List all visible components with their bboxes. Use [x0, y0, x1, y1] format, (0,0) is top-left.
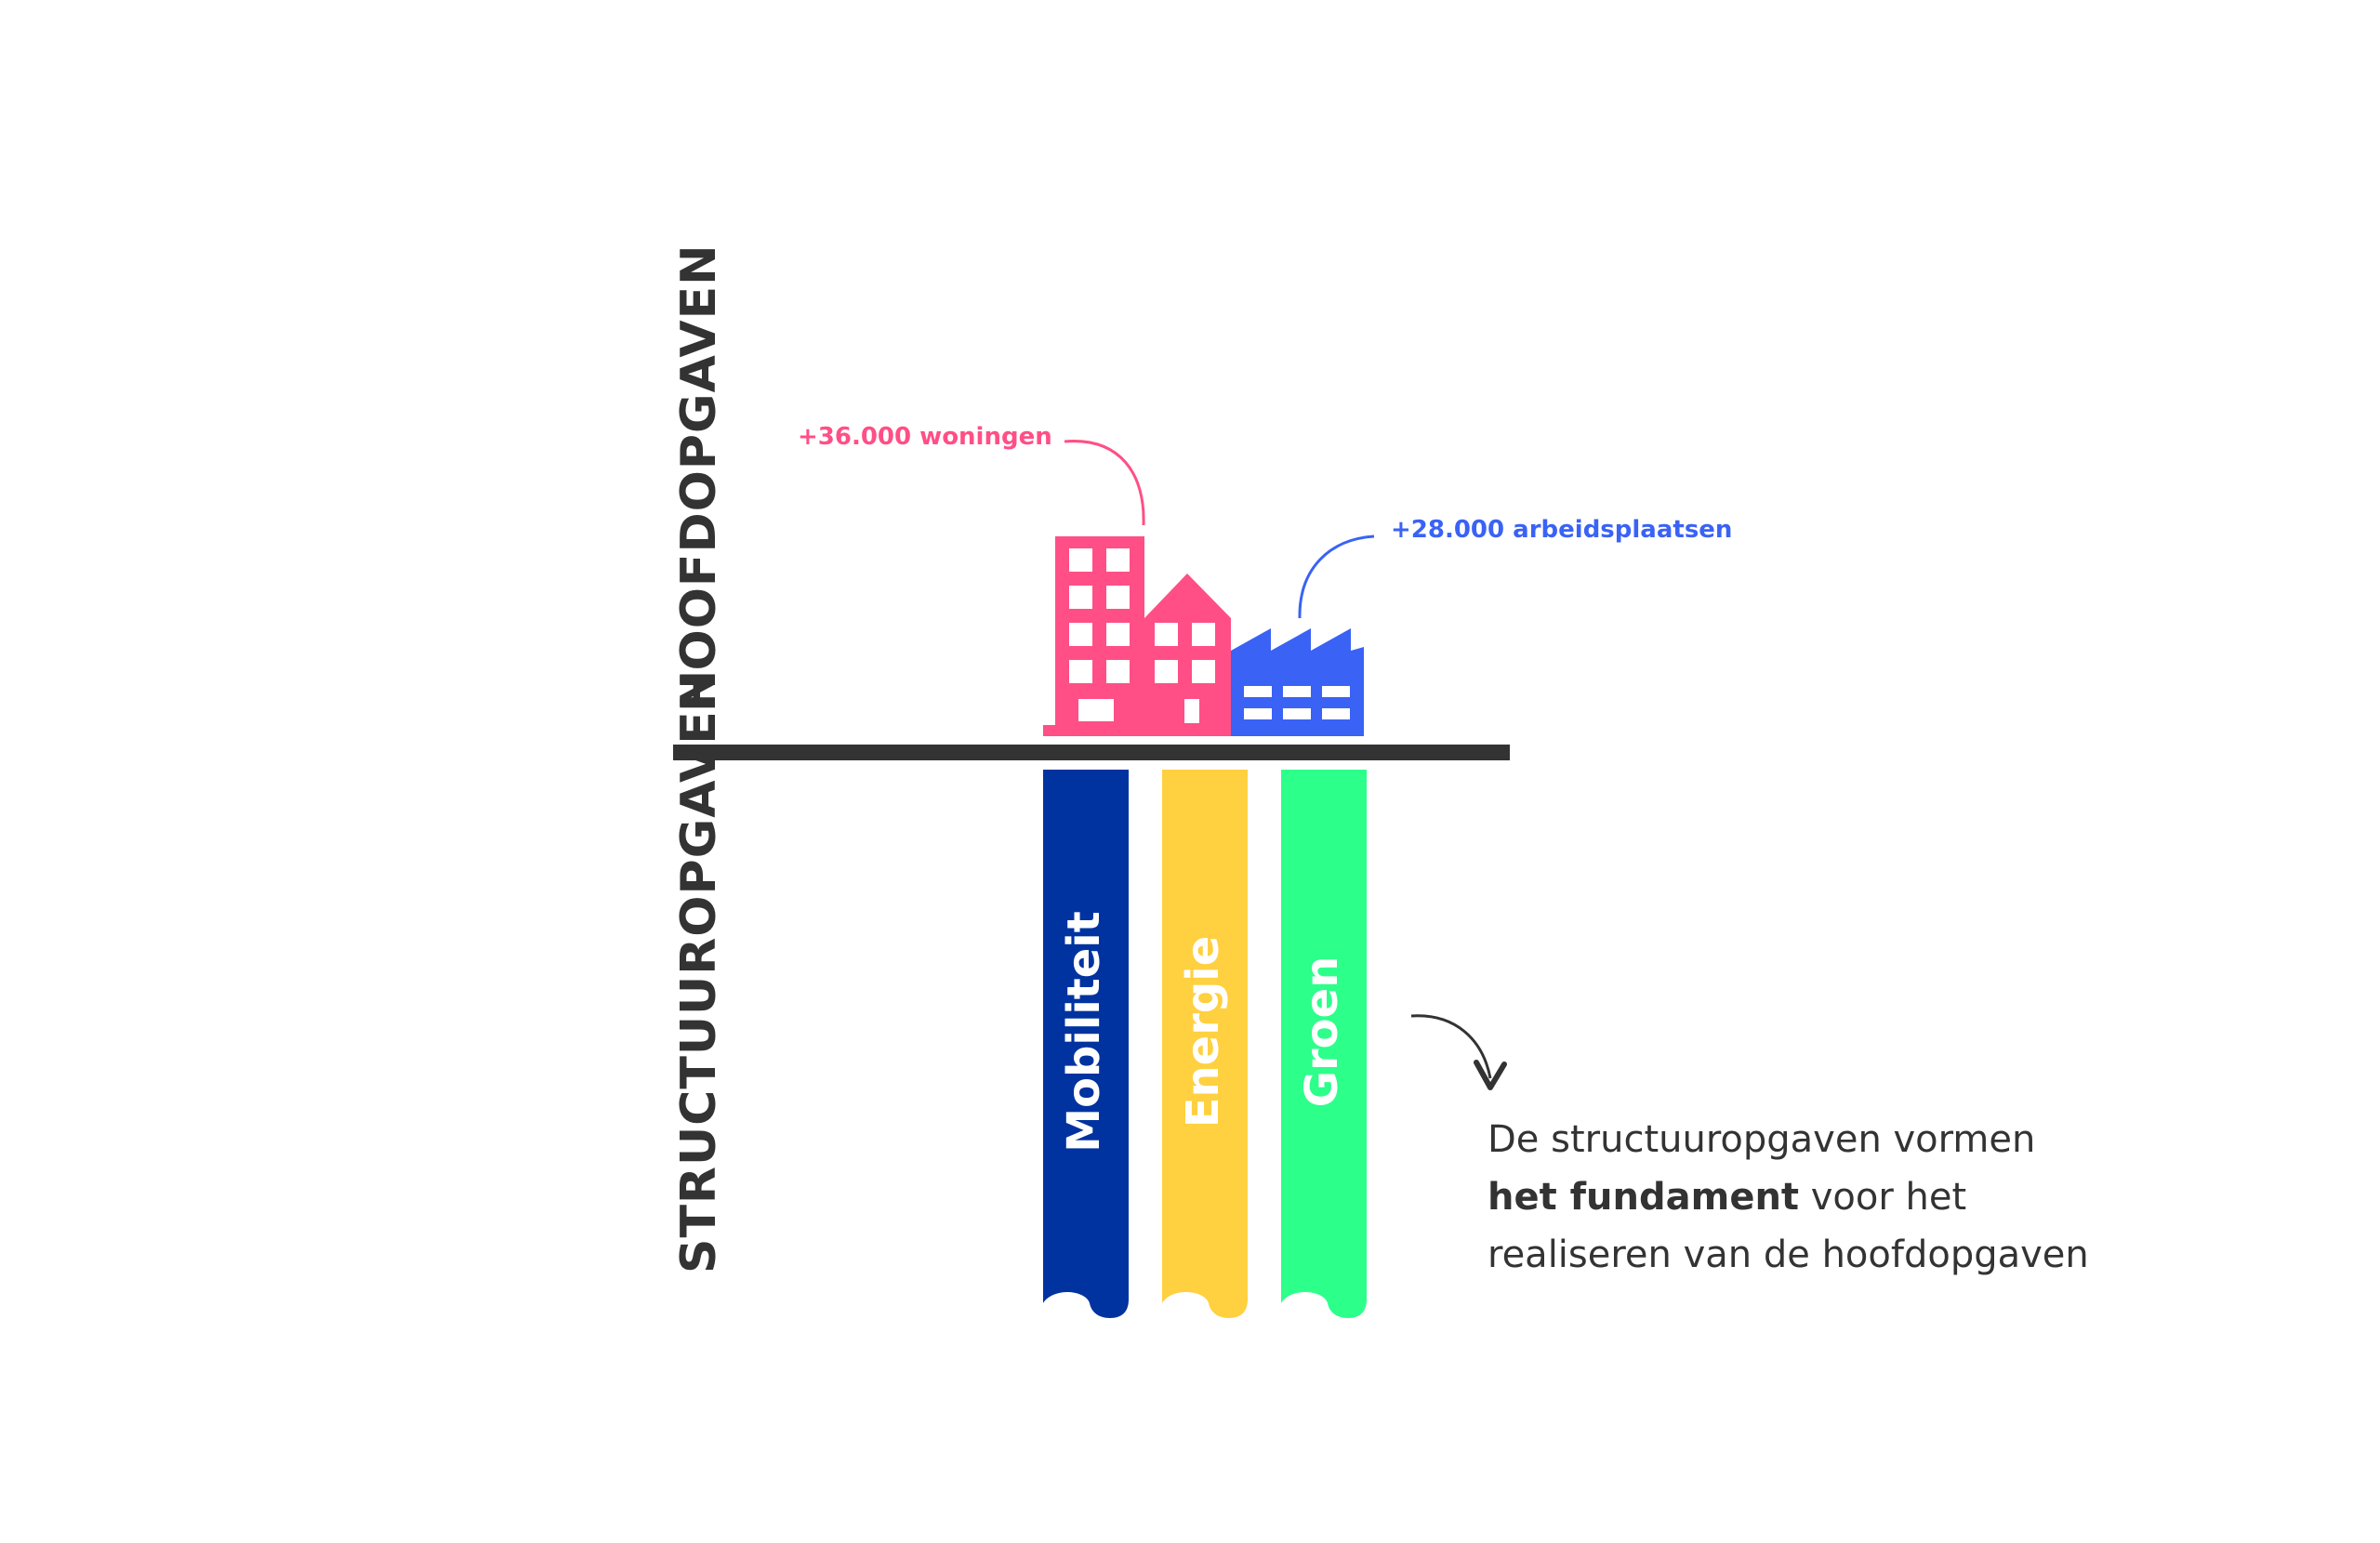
annotation-arbeidsplaatsen: +28.000 arbeidsplaatsen — [1391, 516, 1733, 544]
section-label-structuuropgaven: STRUCTUUROPGAVEN — [671, 668, 727, 1273]
curved-arrow-down-icon — [1410, 1014, 1507, 1090]
caption: De structuuropgaven vormen het fundament… — [1488, 1111, 2250, 1284]
caption-emphasis: het fundament — [1488, 1176, 1800, 1219]
apartment-building-icon — [1043, 536, 1231, 736]
caption-line-3: realiseren van de hoofdopgaven — [1488, 1233, 2089, 1276]
pillar-groen — [1281, 770, 1367, 1318]
pillar-label-groen: Groen — [1296, 956, 1348, 1108]
pillar-label-mobiliteit: Mobiliteit — [1058, 911, 1110, 1153]
annotation-woningen: +36.000 woningen — [798, 423, 1052, 451]
pillar-label-energie: Energie — [1177, 935, 1229, 1128]
caption-line-2: het fundament voor het — [1488, 1168, 2250, 1226]
caption-line-2-rest: voor het — [1799, 1176, 1967, 1219]
woningen-leader-line — [1064, 440, 1145, 526]
pillar-mobiliteit — [1043, 770, 1129, 1318]
pillar-energie — [1162, 770, 1248, 1318]
ground-line — [673, 745, 1510, 760]
caption-line-1: De structuuropgaven vormen — [1488, 1118, 2036, 1161]
section-label-hoofdopgaven: HOOFDOPGAVEN — [671, 244, 727, 712]
arbeidsplaatsen-leader-line — [1298, 534, 1375, 619]
factory-icon — [1231, 628, 1364, 736]
